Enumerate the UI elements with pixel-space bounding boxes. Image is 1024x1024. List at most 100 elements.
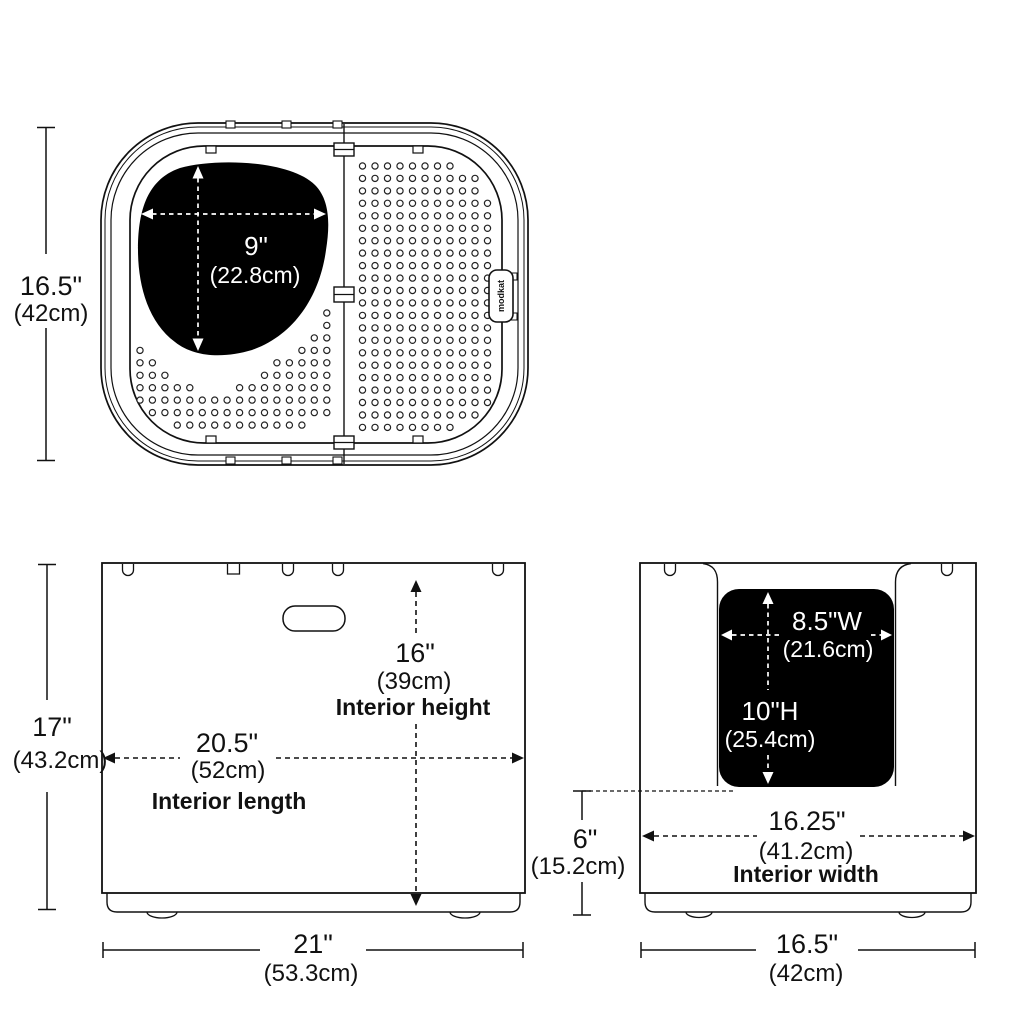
opening-height-inches: 10"H [742,696,799,726]
perforation-dot [136,359,144,367]
perforation-dot [396,261,404,270]
perforation-dot [323,408,331,417]
interior-length-dimension: 20.5" (52cm) Interior length [103,728,524,814]
perforation-dot [383,212,392,220]
perforation-panel-left [136,309,331,429]
top-view-rim [110,132,519,456]
perforation-dot [235,408,244,417]
perforation-dot [310,346,318,355]
perforation-dot [446,212,454,220]
perforation-dot [285,371,294,379]
perforation-dot [371,187,379,195]
top-view-outer-shell [100,122,529,466]
perforation-dot [310,408,318,417]
perforation-dot [408,299,417,307]
top-height-inches: 16.5" [20,271,82,301]
perforation-dot [136,346,144,355]
perforation-dot [310,334,318,342]
front-foot-left [685,911,713,919]
perforation-dot [210,408,219,417]
opening-width-arrow [721,629,892,641]
perforation-dot [198,396,206,404]
perforation-dot [421,286,429,295]
perforation-dot [446,249,454,257]
perforation-dot [458,398,467,407]
perforation-dot [446,274,454,282]
perforation-dot [446,411,454,419]
handle-cutout [282,605,346,632]
perforation-dot [446,286,454,295]
perforation-dot [371,286,379,295]
perforation-dot [186,408,194,417]
interior-height-cm: (39cm) [377,668,452,695]
perforation-dot [396,299,404,307]
perforation-dot [471,311,479,320]
logo-tab: modkat [488,269,518,323]
perforation-dot [458,299,467,307]
lid-hinges [333,142,355,450]
perforation-dot [323,346,331,355]
perforation-dot [433,361,442,369]
perforation-dot [358,187,367,195]
interior-width-cm: (41.2cm) [759,838,854,865]
perforation-dot [421,324,429,332]
lid-tabs [205,145,424,444]
perforation-dot [383,187,392,195]
perforation-dot [186,384,194,392]
rim-marks [225,120,343,465]
perforation-dot [358,398,367,407]
perforation-dot [358,423,367,432]
perforation-dot [358,361,367,369]
perforation-dot [433,324,442,332]
perforation-dot [383,162,392,170]
perforation-dot [421,361,429,369]
perforation-dot [371,373,379,382]
perforation-dot [310,396,318,404]
perforation-dot [383,423,392,432]
side-view-top-notches [121,564,505,577]
perforation-dot [408,212,417,220]
perforation-dot [408,174,417,183]
perforation-dot [173,384,181,392]
interior-width-inches: 16.25" [768,806,845,836]
perforation-dot [471,249,479,257]
perforation-dot [421,373,429,382]
perforation-dot [371,361,379,369]
perforation-dot [371,398,379,407]
perforation-dot [433,199,442,207]
perforation-dot [371,199,379,207]
perforation-dot [421,162,429,170]
perforation-dot [223,396,231,404]
perforation-dot [483,349,492,357]
perforation-dot [446,398,454,407]
perforation-dot [433,224,442,232]
perforation-dot [383,299,392,307]
front-view-top-notches [663,564,954,577]
perforation-dot [198,421,206,429]
perforation-dot [408,311,417,320]
perforation-dot [458,324,467,332]
front-view-base [644,893,972,913]
perforation-dot [396,411,404,419]
perforation-dot [260,384,269,392]
entry-height-inches: 6" [573,824,598,854]
perforation-dot [358,199,367,207]
perforation-dot [383,286,392,295]
perforation-dot [483,249,492,257]
perforation-dot [358,249,367,257]
perforation-dot [396,361,404,369]
opening-height-cm: (25.4cm) [725,726,816,752]
perforation-dot [446,299,454,307]
perforation-dot [210,421,219,429]
perforation-dot [433,349,442,357]
perforation-dot [408,249,417,257]
perforation-dot [408,386,417,394]
perforation-dot [433,373,442,382]
entry-height-cm: (15.2cm) [531,853,626,880]
perforation-dot [396,386,404,394]
interior-length-label: Interior length [152,788,307,814]
front-foot-right [898,911,926,919]
perforation-dot [148,359,157,367]
perforation-dot [161,371,169,379]
